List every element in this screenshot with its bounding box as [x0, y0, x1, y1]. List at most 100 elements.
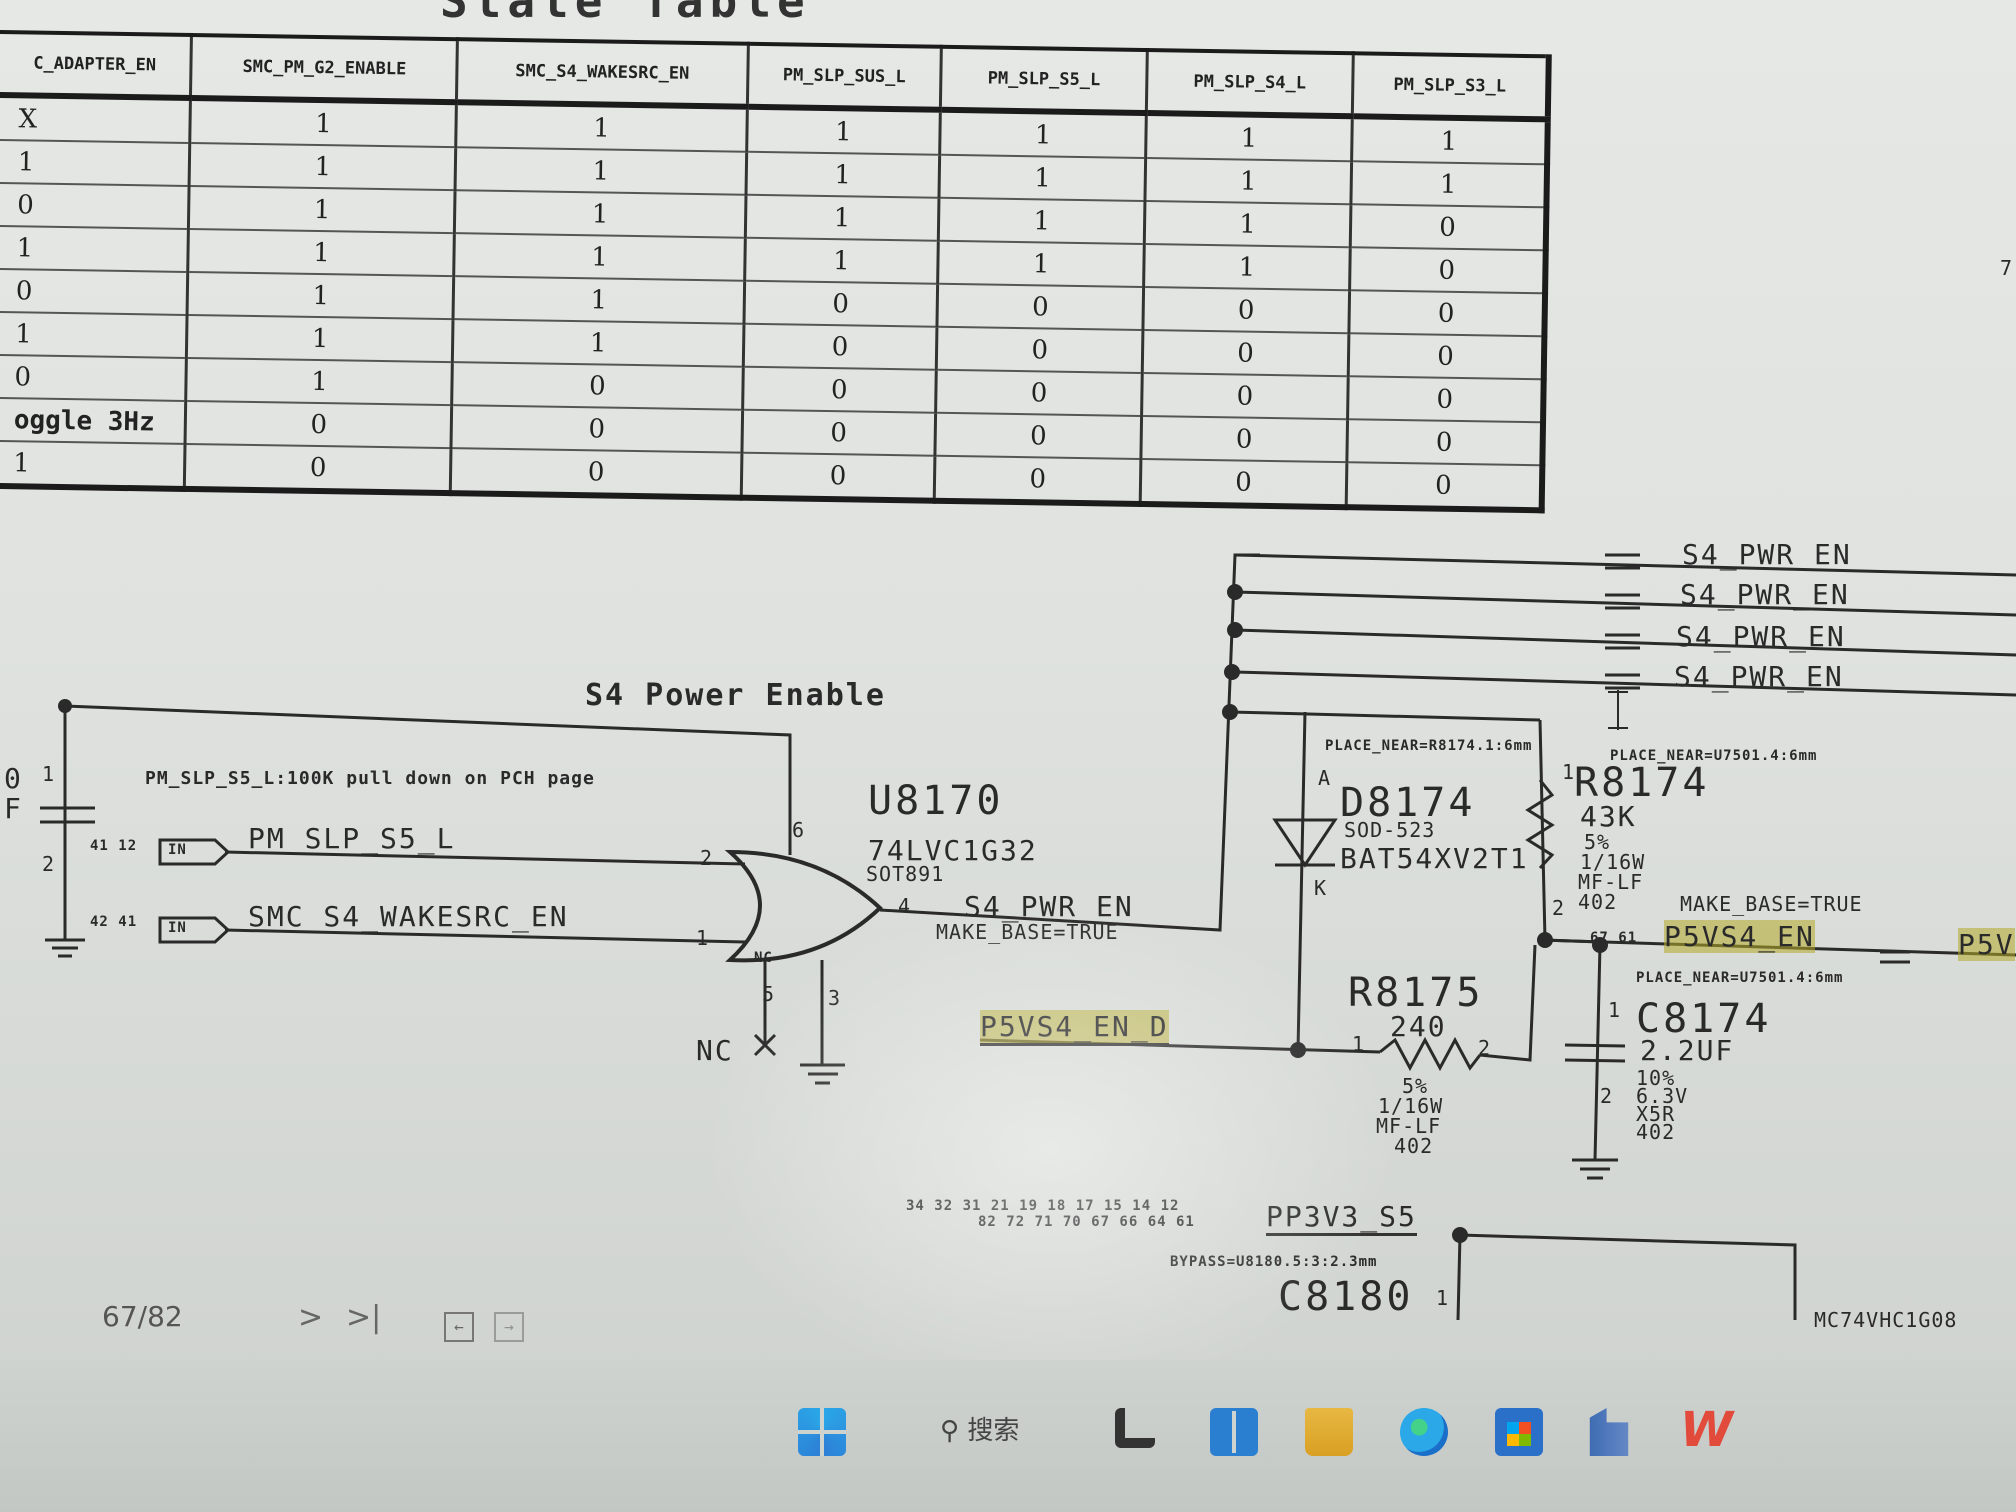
page-indicator: 67/82 — [102, 1300, 183, 1333]
r8174-tolerance: 5% — [1584, 830, 1611, 854]
pin-numbers: 42 41 — [90, 914, 138, 930]
make-base-note: MAKE_BASE=TRUE — [936, 920, 1119, 944]
d8174-package: SOD-523 — [1344, 818, 1436, 842]
net-p5vs4-en-d: P5VS4_EN_D — [980, 1010, 1169, 1046]
c8174-value: 2.2UF — [1640, 1034, 1735, 1067]
gate-nc: NC — [754, 950, 773, 966]
gate-pin: 5 — [762, 982, 776, 1006]
gate-pin: 2 — [700, 846, 714, 870]
gate-pin: 4 — [898, 894, 912, 918]
pin-numbers: 41 12 — [90, 838, 138, 854]
pin-numbers: 67 61 — [1590, 930, 1638, 946]
wire-in1 — [224, 850, 746, 866]
c8174-place-note: PLACE_NEAR=U7501.4:6mm — [1636, 970, 1844, 986]
bypass-note: BYPASS=U8180.5:3:2.3mm — [1170, 1254, 1378, 1270]
net-p5vs4-en: P5VS4_EN — [1664, 920, 1815, 953]
c8180-ref: C8180 — [1278, 1274, 1414, 1320]
r8174-zigzag — [1525, 779, 1555, 870]
u8170-part: 74LVC1G32 — [868, 834, 1038, 867]
in-tag-1 — [158, 838, 231, 866]
widgets-icon[interactable] — [1210, 1408, 1258, 1456]
net-pm-slp-s5-l: PM_SLP_S5_L — [248, 822, 456, 855]
pin-numbers-bottom: 82 72 71 70 67 66 64 61 — [978, 1214, 1195, 1230]
forward-view-icon[interactable]: → — [494, 1312, 524, 1342]
search-icon: ⚲ — [940, 1416, 960, 1446]
junction-dot — [1222, 704, 1238, 720]
c8174-pin: 2 — [1600, 1084, 1614, 1108]
junction-dot — [1227, 622, 1243, 638]
left-cap-pin: 1 — [42, 762, 56, 786]
r8174-pin: 2 — [1552, 896, 1566, 920]
or-gate — [724, 849, 883, 963]
c8174-plate-top — [1564, 1043, 1626, 1048]
nc-cross — [753, 1033, 777, 1057]
junction-dot — [1290, 1042, 1306, 1058]
section-title: S4 Power Enable — [585, 678, 886, 713]
wire-port2 — [1234, 590, 2016, 617]
edge-browser-icon[interactable] — [1400, 1408, 1448, 1456]
wire-pin6 — [64, 704, 792, 855]
left-cap-value: 0 — [4, 762, 23, 795]
wps-office-icon[interactable]: W — [1680, 1402, 1733, 1458]
junction-dot — [1592, 937, 1608, 953]
c8174-pin: 1 — [1608, 998, 1622, 1022]
in-tag-2 — [158, 916, 231, 944]
wire-r8175-right — [1479, 944, 1537, 1062]
r8174-ref: R8174 — [1574, 760, 1710, 806]
wire-in2 — [224, 928, 746, 944]
c8174-dielectric: X5R — [1636, 1102, 1676, 1126]
d8174-part: BAT54XV2T1 — [1340, 842, 1529, 875]
c8174-plate-bot — [1564, 1058, 1626, 1063]
gate-pin: 6 — [792, 818, 806, 842]
c8180-pin: 1 — [1436, 1286, 1450, 1310]
r8175-tolerance: 5% — [1402, 1074, 1429, 1098]
windows-start-icon[interactable] — [798, 1408, 846, 1456]
r8175-power: 1/16W — [1378, 1094, 1444, 1118]
wire-diode-vert — [1296, 711, 1307, 1051]
r8175-zigzag — [1379, 1036, 1482, 1072]
back-view-icon[interactable]: ← — [444, 1312, 474, 1342]
wire-port4 — [1234, 670, 2016, 697]
d8174-place-note: PLACE_NEAR=R8174.1:6mm — [1325, 738, 1533, 754]
last-page-button[interactable]: >| — [346, 1300, 382, 1335]
wire-diode-top — [1229, 710, 1541, 722]
port-s4-pwr-en: S4_PWR_EN — [1674, 660, 1844, 693]
in-tag-label: IN — [168, 920, 187, 936]
net-pp3v3-s5: PP3V3_S5 — [1266, 1200, 1417, 1236]
ground-symbol — [800, 1063, 845, 1085]
left-cap-pin: 2 — [42, 852, 56, 876]
r8174-pin: 1 — [1562, 760, 1576, 784]
d8174-body — [1272, 818, 1338, 868]
r8175-value: 240 — [1390, 1010, 1447, 1043]
c8174-tolerance: 10% — [1636, 1066, 1676, 1090]
in-tag-label: IN — [168, 842, 187, 858]
port-s4-pwr-en: S4_PWR_EN — [1680, 578, 1850, 611]
microsoft-store-icon[interactable] — [1495, 1408, 1543, 1456]
pin-numbers-top: 34 32 31 21 19 18 17 15 14 12 — [906, 1198, 1180, 1214]
left-cap-unit: F — [4, 792, 23, 825]
r8175-pin: 1 — [1352, 1032, 1366, 1056]
c8174-voltage: 6.3V — [1636, 1084, 1689, 1108]
d8174-anode: A — [1318, 766, 1332, 790]
d8174-cathode: K — [1314, 876, 1328, 900]
ground-symbol — [45, 938, 85, 958]
gate-pin: 3 — [828, 986, 842, 1010]
r8175-type: MF-LF — [1376, 1114, 1442, 1138]
junction-dot — [1452, 1227, 1468, 1243]
ground-symbol — [1572, 1158, 1618, 1180]
make-base-note: MAKE_BASE=TRUE — [1680, 892, 1863, 916]
r8174-size: 402 — [1578, 890, 1618, 914]
r8174-value: 43K — [1580, 800, 1637, 833]
net-smc-s4-wakesrc-en: SMC_S4_WAKESRC_EN — [248, 900, 569, 933]
gate-pin: 1 — [696, 926, 710, 950]
r8175-ref: R8175 — [1348, 970, 1484, 1016]
c8174-ref: C8174 — [1636, 996, 1772, 1042]
d8174-ref: D8174 — [1340, 780, 1476, 826]
next-page-button[interactable]: > — [298, 1300, 324, 1335]
file-explorer-icon[interactable] — [1305, 1408, 1353, 1456]
schematic-viewer-screen — [0, 0, 2016, 1430]
taskbar-search[interactable]: ⚲ 搜索 — [940, 1410, 1019, 1447]
r8174-power: 1/16W — [1580, 850, 1646, 874]
net-s4-pwr-en: S4_PWR_EN — [964, 890, 1134, 923]
edge-number: 7 — [2000, 256, 2014, 280]
